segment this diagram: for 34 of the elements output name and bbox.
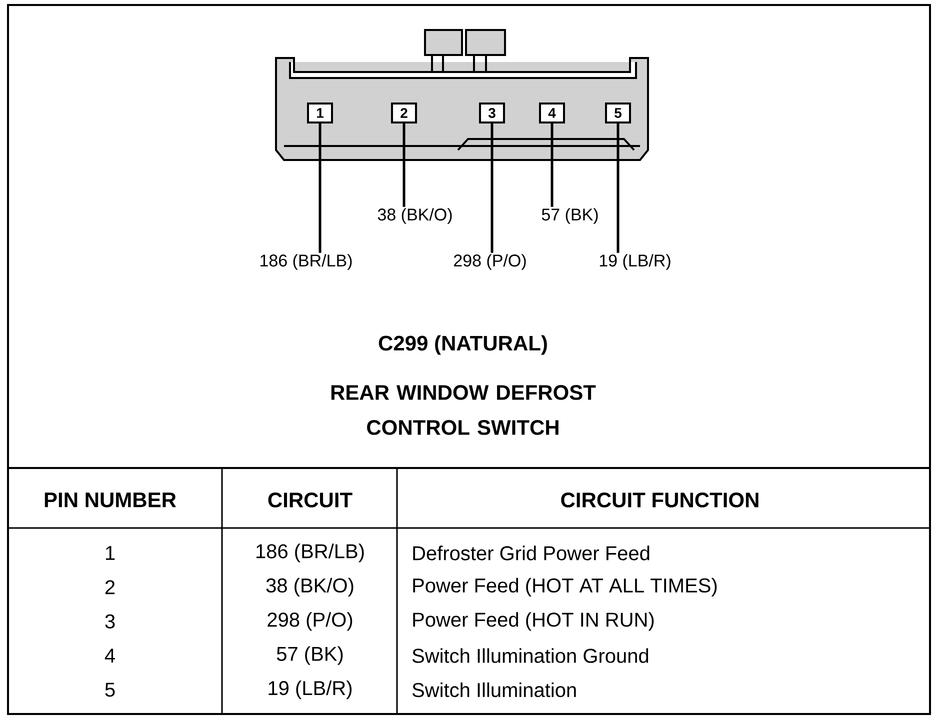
wire-label: 186 (BR/LB) [260,254,352,270]
pin-box: 4 [539,102,565,124]
function-cell: Power Feed (HOT IN RUN) [413,612,654,631]
pin-box: 1 [307,102,333,124]
pin-box: 5 [605,102,631,124]
pin-number-cell: 1 [106,546,115,560]
pin-number-cell: 3 [105,614,115,628]
pin-number-cell: 5 [105,682,115,697]
circuit-cell: 57 (BK) [276,646,343,665]
circuit-cell: 298 (P/O) [268,612,352,631]
circuit-cell: 38 (BK/O) [266,578,354,596]
connector-title: C299 (NATURAL) [378,335,547,355]
column-header: CIRCUIT [268,492,352,508]
wire-label: 38 (BK/O) [378,208,452,224]
component-caption: REAR WINDOW DEFROST CONTROL SWITCH [331,385,596,435]
pin-number-cell: 2 [105,580,115,594]
leader-line [490,124,494,253]
pin-number-cell: 4 [104,648,115,662]
leader-line [550,124,554,207]
function-cell: Switch Illumination [412,682,576,698]
leader-line [402,124,406,207]
circuit-cell: 19 (LB/R) [268,680,352,700]
leader-line [318,124,322,253]
column-header: PIN NUMBER [44,492,176,508]
wire-label: 57 (BK) [542,208,598,224]
wire-label: 298 (P/O) [454,254,526,270]
column-header: CIRCUIT FUNCTION [561,492,758,508]
function-cell: Power Feed (HOT AT ALL TIMES) [413,578,717,596]
wire-label: 19 (LB/R) [600,254,670,270]
circuit-cell: 186 (BR/LB) [256,544,364,562]
function-cell: Defroster Grid Power Feed [413,546,650,560]
pin-box: 3 [479,102,505,124]
pin-box: 2 [391,102,417,124]
function-cell: Switch Illumination Ground [412,648,648,663]
